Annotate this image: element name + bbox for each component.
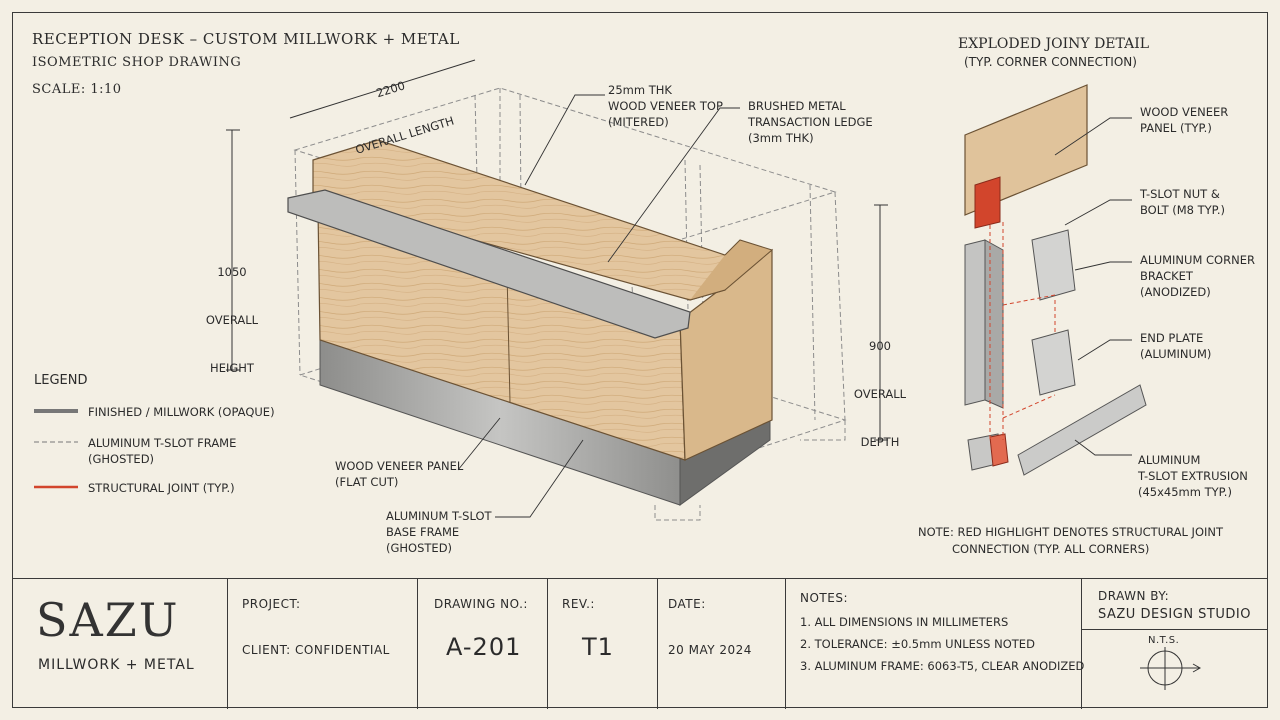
nts-label: N.T.S. — [1148, 635, 1180, 646]
dim-height: 1050 OVERALL HEIGHT — [196, 232, 268, 408]
detail-note-line-2: CONNECTION (TYP. ALL CORNERS) — [952, 542, 1150, 556]
exploded-joint-detail — [964, 84, 1147, 476]
legend-item-frame: ALUMINUM T-SLOT FRAME (GHOSTED) — [88, 436, 237, 466]
title-block-drawing-cell: DRAWING NO.: A-201 — [418, 579, 548, 709]
title-block-notes-cell: NOTES: 1. ALL DIMENSIONS IN MILLIMETERS … — [786, 579, 1085, 709]
title-block-logo-cell: SAZU MILLWORK + METAL — [12, 579, 228, 709]
leader-lines — [457, 94, 740, 518]
drawing-no-label: DRAWING NO.: — [434, 597, 528, 611]
studio-logo: SAZU — [36, 593, 180, 647]
label-end-plate: END PLATE (ALUMINUM) — [1140, 331, 1212, 361]
dim-depth-value: 900 — [869, 339, 891, 353]
note-item-2: 2. TOLERANCE: ±0.5mm UNLESS NOTED — [800, 637, 1035, 651]
legend-item-finished: FINISHED / MILLWORK (OPAQUE) — [88, 405, 275, 419]
dim-depth-label-1: OVERALL — [853, 387, 907, 401]
title-block-project-cell: PROJECT: CLIENT: CONFIDENTIAL — [228, 579, 418, 709]
title-block-rev-cell: REV.: T1 — [548, 579, 658, 709]
notes-label: NOTES: — [800, 591, 848, 605]
dim-height-value: 1050 — [217, 265, 247, 279]
label-tslot-nut: T-SLOT NUT & BOLT (M8 TYP.) — [1140, 187, 1225, 217]
legend-item-joint: STRUCTURAL JOINT (TYP.) — [88, 481, 235, 495]
callout-metal-ledge: BRUSHED METAL TRANSACTION LEDGE (3mm THK… — [748, 99, 873, 145]
label-tslot-extrusion: ALUMINUM T-SLOT EXTRUSION (45x45mm TYP.) — [1138, 453, 1248, 499]
dim-depth-label-2: DEPTH — [860, 435, 900, 449]
dimension-lines — [226, 59, 888, 441]
dim-length-value: 2200 — [374, 78, 407, 101]
drawn-by-label: DRAWN BY: — [1098, 589, 1170, 603]
date-label: DATE: — [668, 597, 706, 611]
drawing-scale: SCALE: 1:10 — [32, 82, 122, 97]
note-item-1: 1. ALL DIMENSIONS IN MILLIMETERS — [800, 615, 1009, 629]
label-corner-bracket: ALUMINUM CORNER BRACKET (ANODIZED) — [1140, 253, 1255, 299]
detail-subtitle: (TYP. CORNER CONNECTION) — [964, 55, 1137, 69]
date-value: 20 MAY 2024 — [668, 643, 752, 657]
dim-height-label-1: OVERALL — [205, 313, 259, 327]
drawing-subtitle: ISOMETRIC SHOP DRAWING — [32, 55, 242, 70]
drawing-no-value: A-201 — [446, 633, 522, 661]
rev-value: T1 — [582, 633, 614, 661]
title-block-date-cell: DATE: 20 MAY 2024 — [658, 579, 786, 709]
note-item-3: 3. ALUMINUM FRAME: 6063-T5, CLEAR ANODIZ… — [800, 659, 1085, 673]
drawing-title: RECEPTION DESK – CUSTOM MILLWORK + METAL — [32, 30, 460, 48]
compass-symbol — [1140, 647, 1202, 690]
label-veneer-panel: WOOD VENEER PANEL (TYP.) — [1140, 105, 1229, 135]
callout-veneer-top: 25mm THK WOOD VENEER TOP (MITERED) — [608, 83, 723, 129]
detail-title: EXPLODED JOINY DETAIL — [958, 36, 1150, 52]
rev-label: REV.: — [562, 597, 595, 611]
metal-transaction-ledge — [287, 189, 691, 339]
title-block: SAZU MILLWORK + METAL PROJECT: CLIENT: C… — [12, 578, 1268, 709]
detail-note-line-1: NOTE: RED HIGHLIGHT DENOTES STRUCTURAL J… — [918, 525, 1224, 539]
dim-height-label-2: HEIGHT — [210, 361, 254, 375]
callout-veneer-panel: WOOD VENEER PANEL (FLAT CUT) — [335, 459, 464, 489]
dim-length-label: OVERALL LENGTH — [353, 113, 456, 157]
drawn-by-value: SAZU DESIGN STUDIO — [1098, 607, 1251, 622]
project-label: PROJECT: — [242, 597, 301, 611]
dim-depth: 900 OVERALL DEPTH — [842, 306, 918, 482]
legend-title: LEGEND — [34, 373, 88, 388]
title-block-drawnby-cell: DRAWN BY: SAZU DESIGN STUDIO N.T.S. — [1082, 579, 1268, 709]
studio-logo-sub: MILLWORK + METAL — [38, 657, 195, 673]
sheet-border — [12, 12, 1268, 708]
client-value: CLIENT: CONFIDENTIAL — [242, 643, 390, 657]
callout-base-frame: ALUMINUM T-SLOT BASE FRAME (GHOSTED) — [386, 509, 492, 555]
